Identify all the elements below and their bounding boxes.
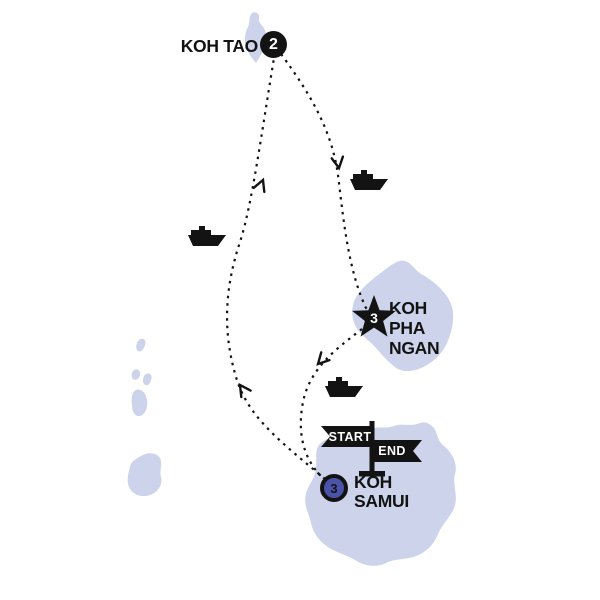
end-flag-label: END	[378, 444, 406, 458]
ferry-icon	[350, 170, 388, 190]
route-tao-to-phangan	[280, 53, 368, 311]
route-direction-arrow	[316, 351, 331, 366]
route-direction-arrow	[238, 382, 252, 399]
koh-phangan-label-line: PHA	[389, 318, 426, 338]
koh-phangan-label-line: KOH	[389, 298, 427, 318]
start-flag	[321, 426, 372, 447]
route-direction-arrow	[252, 177, 266, 194]
island-small-2	[131, 369, 141, 380]
koh-samui-night-marker: 3	[320, 474, 348, 502]
koh-phangan-label: KOH PHA NGAN	[389, 298, 440, 358]
koh-samui-label: KOH SAMUI	[354, 473, 409, 511]
island-small-5	[127, 453, 162, 497]
island-small-3	[142, 373, 152, 386]
signpost-base	[359, 471, 385, 477]
route-direction-arrow	[330, 155, 345, 171]
ferry-icon	[325, 377, 363, 397]
ferry-icon	[188, 226, 226, 246]
island-koh-phangan	[352, 260, 454, 372]
start-flag-label: START	[328, 430, 372, 444]
koh-phangan-label-line: NGAN	[389, 338, 440, 358]
island-small-4	[131, 389, 148, 417]
koh-tao-label: KOH TAO	[180, 36, 259, 56]
route-samui-to-tao	[226, 57, 332, 485]
koh-samui-label-line: KOH	[354, 472, 392, 492]
star-marker-icon	[352, 295, 396, 337]
island-small-1	[136, 338, 146, 352]
koh-phangan-night-number: 3	[370, 310, 378, 326]
end-flag	[372, 440, 422, 462]
koh-tao-night-marker: 2	[260, 31, 287, 58]
koh-samui-label-line: SAMUI	[354, 491, 409, 511]
